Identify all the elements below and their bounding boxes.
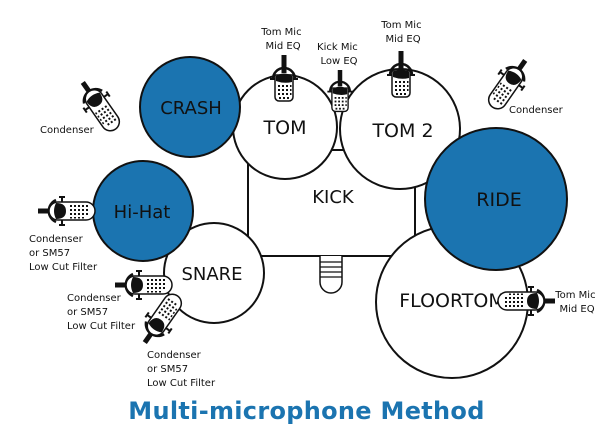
snare-label: SNARE <box>181 264 242 285</box>
floortom-mic-label: Tom Mic Mid EQ <box>554 290 599 315</box>
snare-top-mic-label: Condenser or SM57 Low Cut Filter <box>67 293 136 332</box>
floortom-label: FLOORTOM <box>399 290 505 312</box>
hihat-label: Hi-Hat <box>114 202 171 223</box>
tom-label: TOM <box>263 117 307 139</box>
tom2-label: TOM 2 <box>371 120 433 142</box>
crash-label: CRASH <box>160 98 222 119</box>
kick-pedal <box>319 256 343 294</box>
tom2-mic-label: Tom Mic Mid EQ <box>380 20 425 45</box>
hihat-mic-label: Condenser or SM57 Low Cut Filter <box>29 234 98 273</box>
overhead-right-mic-label: Condenser <box>509 105 564 116</box>
overhead-left-mic-label: Condenser <box>40 125 95 136</box>
snare-bottom-mic-label: Condenser or SM57 Low Cut Filter <box>147 350 216 389</box>
ride-label: RIDE <box>476 189 521 211</box>
tom-mic-label: Tom Mic Mid EQ <box>260 27 305 52</box>
ride-cymbal <box>424 127 568 271</box>
kick-label: KICK <box>312 187 355 208</box>
hihat-mic-icon <box>36 195 97 227</box>
kick-mic-label: Kick Mic Low EQ <box>317 42 361 67</box>
snare-drum <box>163 222 265 324</box>
diagram-title: Multi-microphone Method <box>128 397 485 425</box>
kick-pedal-lines <box>320 261 342 278</box>
crash-cymbal <box>139 56 241 158</box>
